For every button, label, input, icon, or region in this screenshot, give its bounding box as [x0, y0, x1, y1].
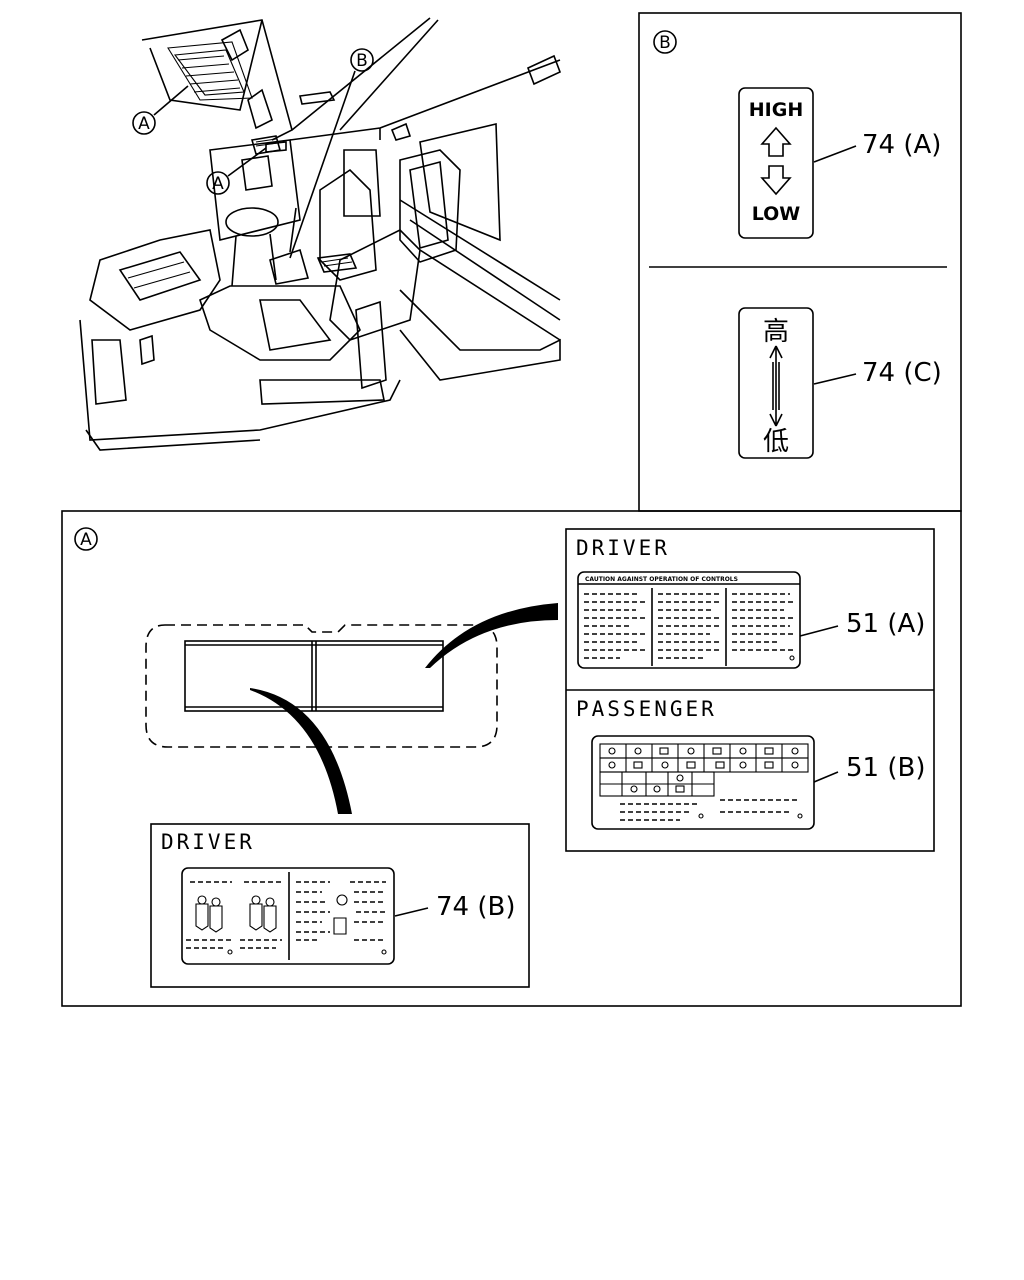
driver-lower-title: DRIVER [161, 830, 255, 854]
svg-text:A: A [138, 114, 150, 134]
label-74b-outline [181, 867, 395, 965]
detail-a-panel: A [61, 510, 962, 1007]
driver-upper-title: DRIVER [576, 536, 670, 560]
callout-b: B [289, 48, 374, 259]
part-number-74b: 74 (B) [436, 892, 515, 922]
label-51b-text-lines [620, 799, 800, 821]
switch-high-text: HIGH [749, 99, 803, 121]
detail-a-label: A [80, 530, 92, 550]
part-number-51a: 51 (A) [846, 609, 925, 639]
arrow-down-icon [760, 165, 792, 196]
svg-text:B: B [356, 51, 368, 71]
kanji-low-text: 低 [763, 427, 789, 457]
label-51a-heading: CAUTION AGAINST OPERATION OF CONTROLS [585, 576, 738, 583]
passenger-title: PASSENGER [576, 697, 717, 721]
switch-low-text: LOW [752, 203, 801, 225]
detail-b-label: B [659, 33, 671, 53]
callout-a-upper: A [132, 85, 189, 135]
high-low-switch-label-74a: HIGH LOW 74 (A) [738, 87, 941, 239]
label-51b-icon-grid [599, 743, 809, 797]
arrow-up-icon [760, 126, 792, 157]
driver-seatbelt-box: DRIVER [150, 823, 530, 988]
kanji-switch-label-74c: 高 低 74 (C) [738, 307, 942, 459]
part-number-51b: 51 (B) [846, 753, 925, 783]
callout-a-lower: A [206, 147, 267, 195]
detail-b-circle [653, 30, 677, 54]
double-arrow-icon [769, 345, 783, 427]
label-51a-outline [577, 571, 801, 669]
label-51b-outline [591, 735, 815, 830]
driver-caution-box: DRIVER CAUTION AGAINST OPERATION OF CONT… [565, 528, 935, 852]
kanji-high-text: 高 [763, 317, 789, 347]
detail-a-circle [74, 527, 98, 551]
passenger-label-box: PASSENGER [576, 697, 925, 830]
svg-text:A: A [212, 174, 224, 194]
label-74b-text-lines [186, 881, 386, 949]
part-number-74a: 74 (A) [862, 130, 941, 160]
overhead-visor [145, 603, 558, 814]
label-51a-text-lines [584, 593, 794, 659]
cab-interior-view [79, 17, 562, 451]
seatbelt-figure-icon [195, 894, 348, 935]
part-number-74c: 74 (C) [862, 358, 942, 388]
